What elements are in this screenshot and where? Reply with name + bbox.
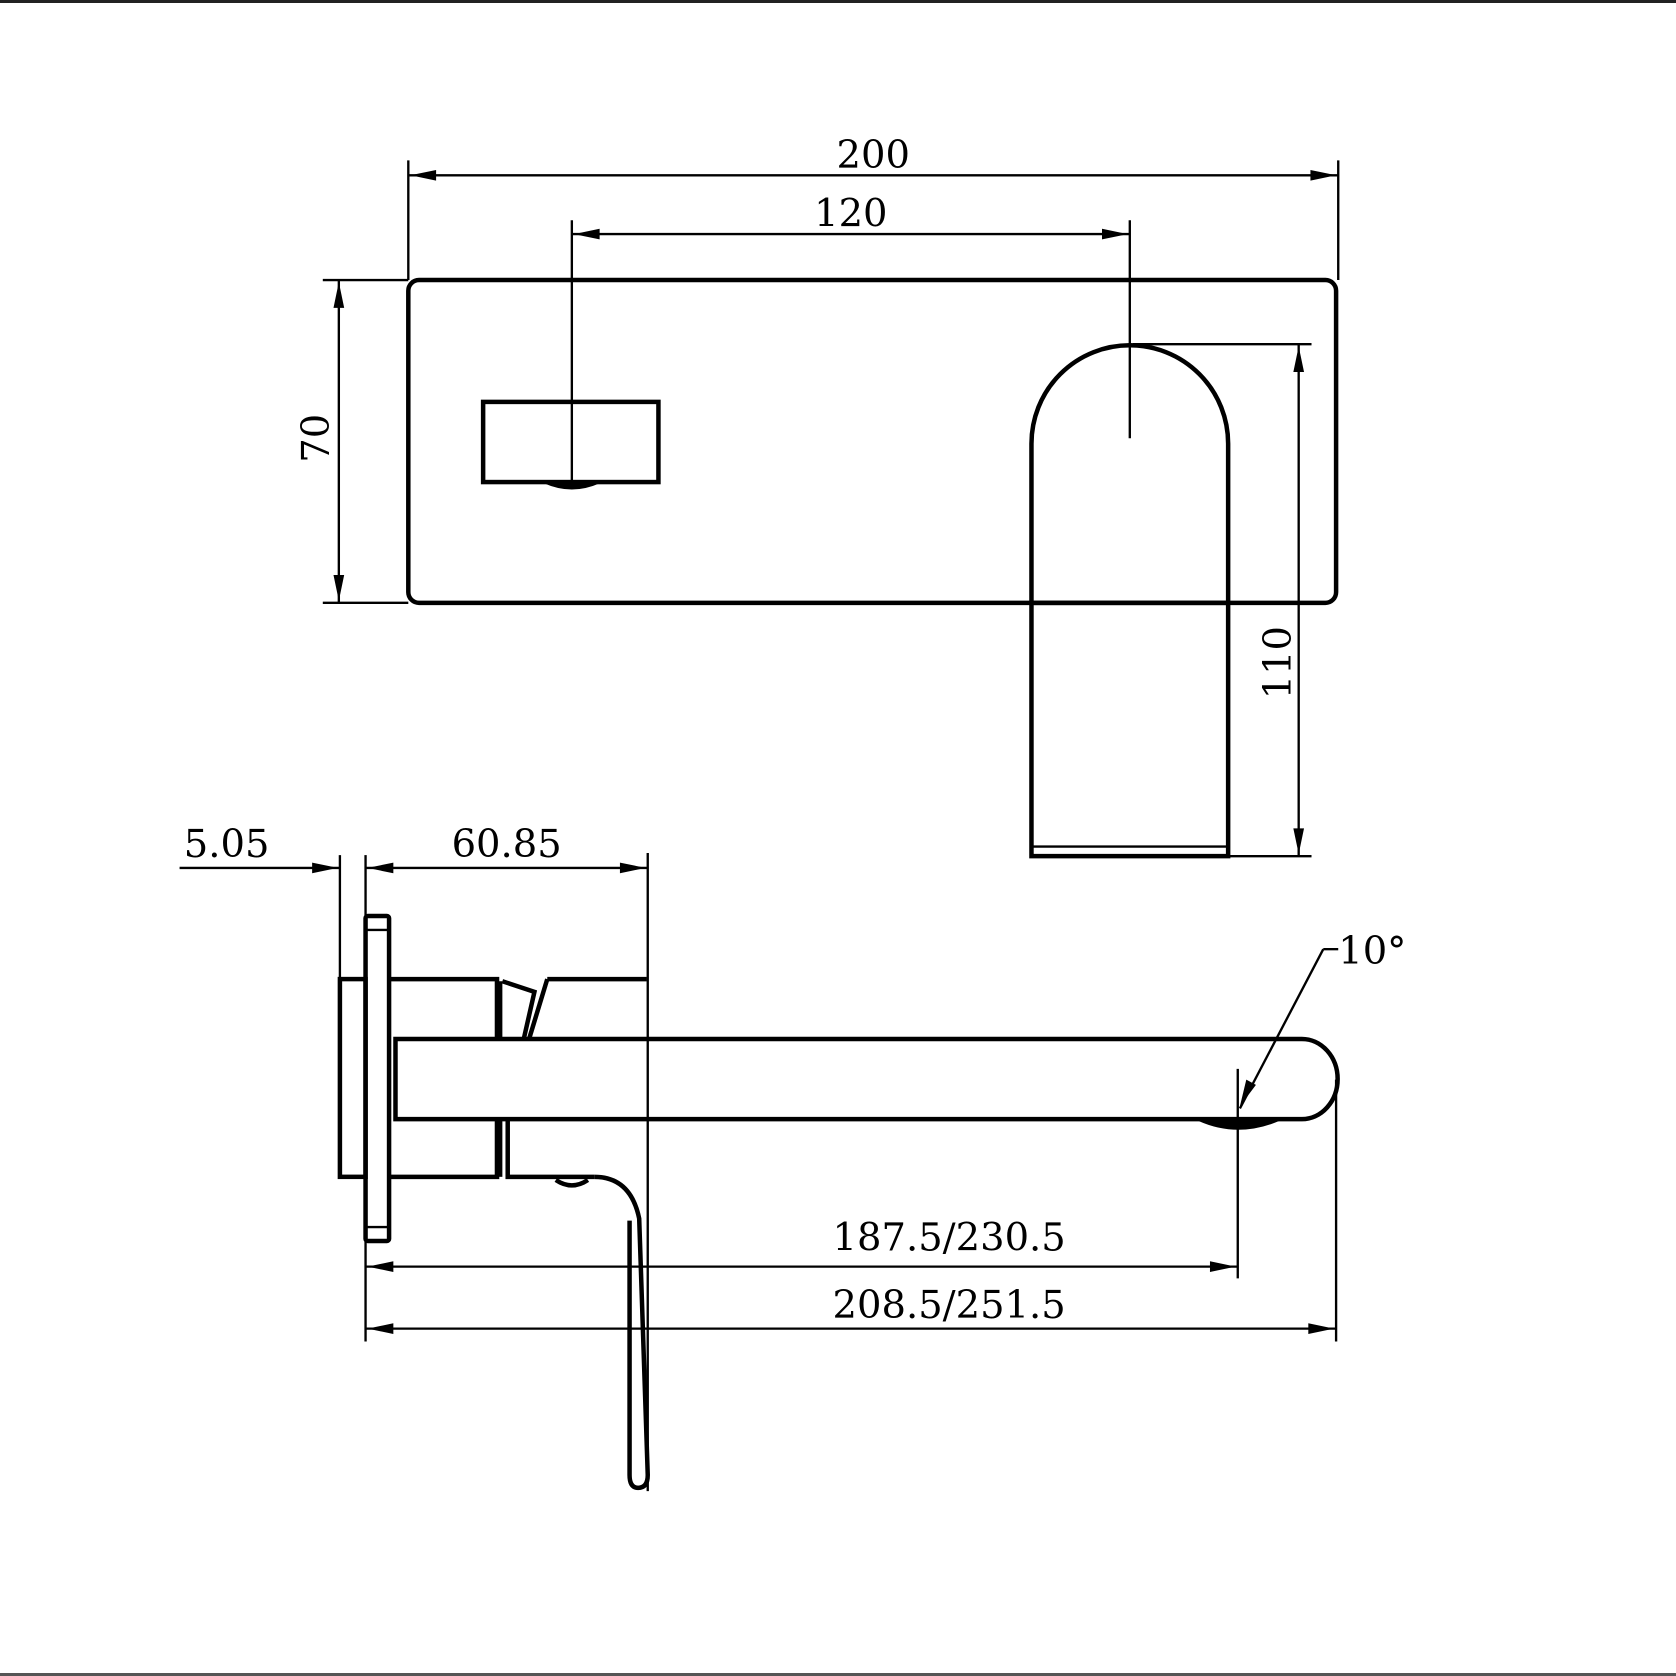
mixer-body-upper xyxy=(389,976,500,1039)
mixer-body-lower xyxy=(389,1119,500,1180)
dim-label-208-5: 208.5/251.5 xyxy=(833,1283,1066,1328)
collar-band-lower xyxy=(494,1119,503,1177)
backplate xyxy=(406,277,1339,606)
dim-spout-angle: 10° xyxy=(1236,929,1406,1279)
dim-label-5-05: 5.05 xyxy=(184,822,270,867)
dim-outlet-projection: 187.5/230.5 xyxy=(364,1216,1238,1342)
dim-label-110: 110 xyxy=(1256,626,1301,699)
backplate-side xyxy=(363,913,392,1244)
dim-plate-height: 70 xyxy=(294,278,409,605)
dim-label-200: 200 xyxy=(837,133,910,178)
wall-flange xyxy=(337,976,368,1180)
dim-label-70: 70 xyxy=(294,414,339,463)
dim-plate-width: 200 xyxy=(407,133,1340,281)
dim-label-10-deg: 10° xyxy=(1338,929,1406,974)
dim-label-120: 120 xyxy=(814,192,887,237)
dim-centre-distance: 120 xyxy=(571,192,1130,240)
lever-collar-upper xyxy=(501,976,647,1040)
side-view: 5.05 60.85 10° 187.5/230.5 xyxy=(179,822,1406,1492)
lever-collar-taper xyxy=(526,978,550,1040)
spout-side xyxy=(393,1036,1340,1122)
lever-tip xyxy=(554,1178,590,1188)
dim-spout-drop: 110 xyxy=(1133,343,1312,858)
dim-label-60-85: 60.85 xyxy=(452,822,562,867)
mixer-body-lower-right xyxy=(505,1119,595,1180)
top-border xyxy=(0,0,1676,3)
collar-band-upper xyxy=(494,981,503,1039)
dim-depth-row: 5.05 60.85 xyxy=(179,822,648,980)
bottom-border xyxy=(0,1673,1676,1676)
dim-label-187-5: 187.5/230.5 xyxy=(833,1216,1066,1261)
front-view: 200 120 70 xyxy=(294,133,1340,859)
dim-overall-projection: 208.5/251.5 xyxy=(365,1079,1338,1342)
spout-front xyxy=(1029,343,1231,859)
lever-handle-side xyxy=(594,1174,650,1491)
